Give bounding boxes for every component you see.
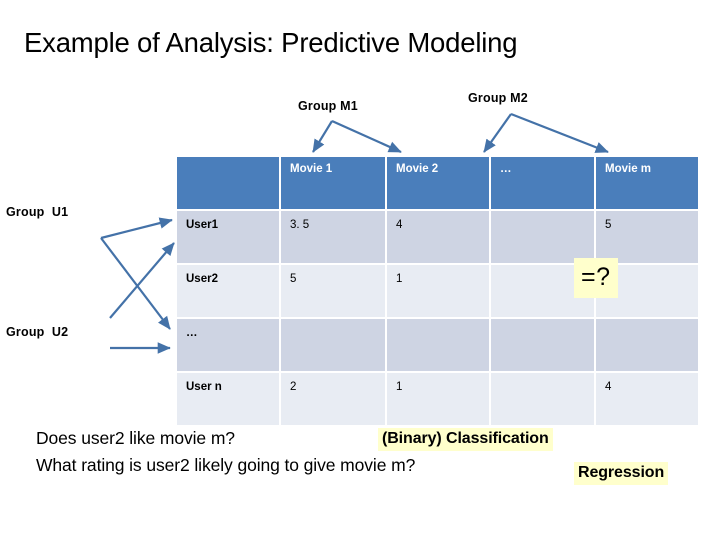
cell-ellipsis-moviem xyxy=(596,319,698,371)
column-header-movie-1: Movie 1 xyxy=(281,157,385,209)
cell-ellipsis-col3 xyxy=(491,319,594,371)
question-classification: Does user2 like movie m? xyxy=(36,428,235,448)
row-label-user1: User1 xyxy=(177,211,279,263)
table-row: … xyxy=(177,319,698,371)
cell-user1-movie2: 4 xyxy=(387,211,489,263)
column-header-corner xyxy=(177,157,279,209)
arrow-m2-to-col3 xyxy=(483,113,512,153)
cell-user2-movie2: 1 xyxy=(387,265,489,317)
table-header-row: Movie 1 Movie 2 … Movie m xyxy=(177,157,698,209)
arrow-m2-to-moviem xyxy=(510,112,609,154)
column-header-movie-2: Movie 2 xyxy=(387,157,489,209)
table-row: User2 5 1 xyxy=(177,265,698,317)
cell-usern-movie1: 2 xyxy=(281,373,385,425)
unknown-value-marker: =? xyxy=(574,258,618,298)
tag-regression: Regression xyxy=(574,462,669,485)
arrow-u1-to-user1 xyxy=(100,217,173,240)
tag-classification: (Binary) Classification xyxy=(378,428,553,451)
cell-user2-movie1: 5 xyxy=(281,265,385,317)
cell-usern-col3 xyxy=(491,373,594,425)
group-label-m2: Group M2 xyxy=(468,91,528,105)
question-regression: What rating is user2 likely going to giv… xyxy=(36,455,416,475)
group-label-m1: Group M1 xyxy=(298,99,358,113)
column-header-ellipsis: … xyxy=(491,157,594,209)
group-label-u1: Group U1 xyxy=(6,205,69,219)
cell-ellipsis-movie2 xyxy=(387,319,489,371)
cell-user1-col3 xyxy=(491,211,594,263)
row-label-ellipsis: … xyxy=(177,319,279,371)
column-header-movie-m: Movie m xyxy=(596,157,698,209)
rating-matrix: Movie 1 Movie 2 … Movie m User1 3. 5 4 5… xyxy=(175,155,700,427)
cell-user1-movie1: 3. 5 xyxy=(281,211,385,263)
page-title: Example of Analysis: Predictive Modeling xyxy=(24,27,518,58)
row-label-user2: User2 xyxy=(177,265,279,317)
table-row: User n 2 1 4 xyxy=(177,373,698,425)
cell-ellipsis-movie1 xyxy=(281,319,385,371)
arrow-u2-to-user2 xyxy=(109,242,175,319)
arrow-m1-to-movie2 xyxy=(331,119,402,154)
table-row: User1 3. 5 4 5 xyxy=(177,211,698,263)
row-label-usern: User n xyxy=(177,373,279,425)
cell-usern-moviem: 4 xyxy=(596,373,698,425)
cell-user1-moviem: 5 xyxy=(596,211,698,263)
arrow-u1-to-ellipsis-row xyxy=(100,237,171,330)
group-label-u2: Group U2 xyxy=(6,325,69,339)
arrow-m1-to-movie1 xyxy=(312,120,333,153)
cell-usern-movie2: 1 xyxy=(387,373,489,425)
